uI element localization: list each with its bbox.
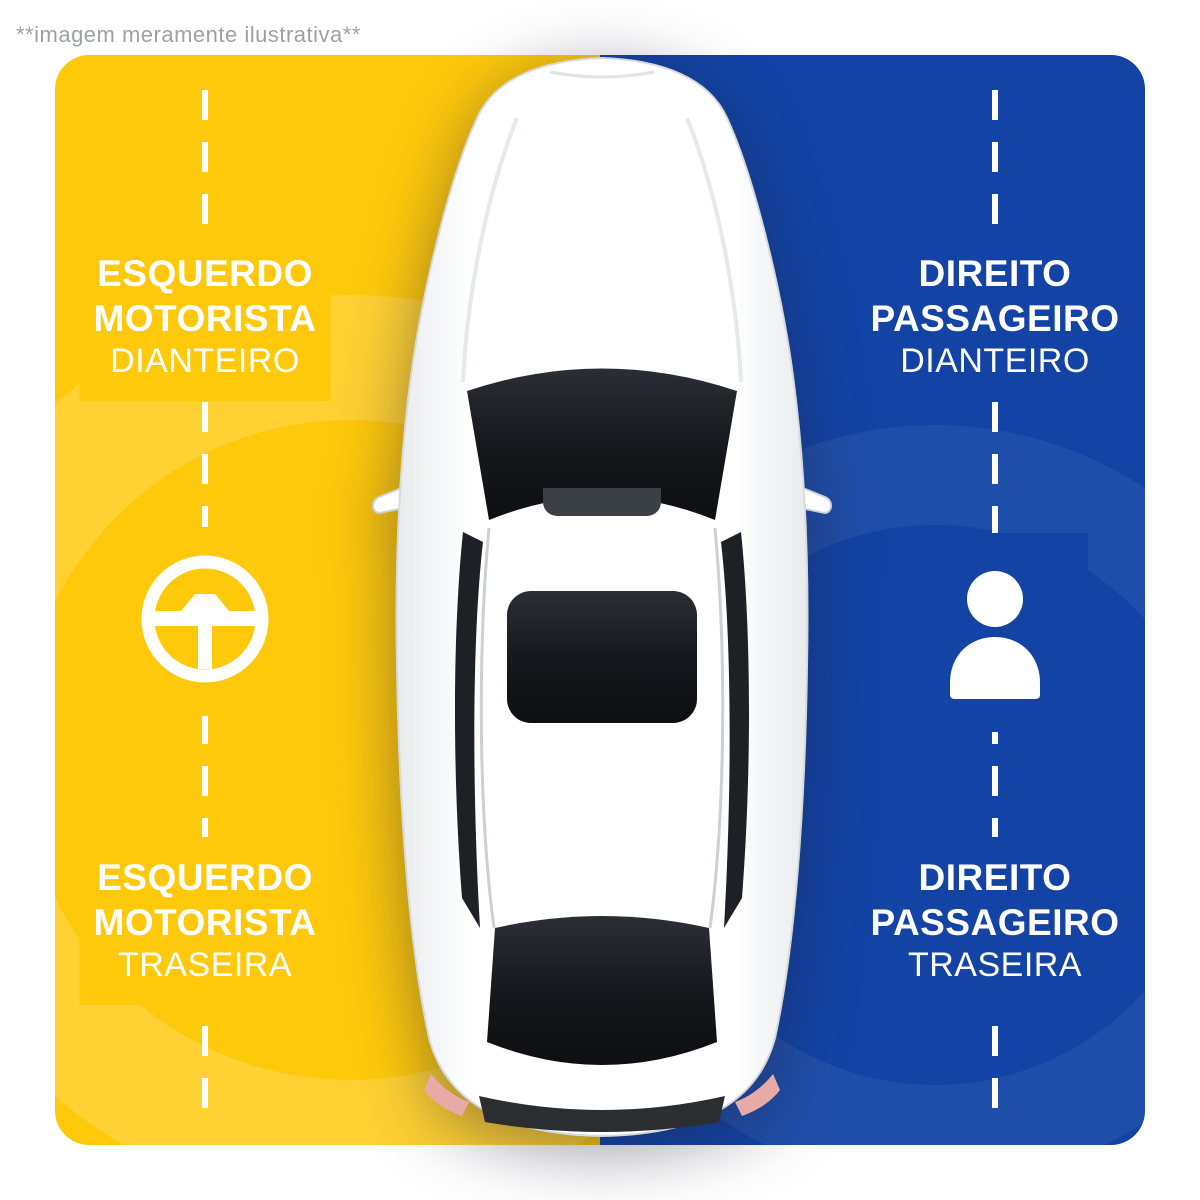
label-line: TRASEIRA [117, 946, 293, 985]
car-top-view [372, 56, 832, 1138]
steering-wheel-icon [117, 527, 293, 716]
disclaimer-text: **imagem meramente ilustrativa** [16, 22, 361, 47]
label-line: PASSAGEIRO [870, 298, 1120, 340]
label-line: DIANTEIRO [900, 342, 1090, 381]
label-line: DIREITO [918, 857, 1072, 898]
label-line: ESQUERDO [97, 253, 313, 294]
label-rear-right: DIREITO PASSAGEIRO TRASEIRA [856, 837, 1134, 1005]
label-line: ESQUERDO [97, 857, 313, 898]
person-icon [902, 533, 1088, 732]
label-rear-left: ESQUERDO MOTORISTA TRASEIRA [79, 837, 331, 1005]
label-front-left: ESQUERDO MOTORISTA DIANTEIRO [79, 233, 331, 401]
label-line: PASSAGEIRO [870, 902, 1120, 944]
label-line: DIANTEIRO [110, 342, 300, 381]
label-front-right: DIREITO PASSAGEIRO DIANTEIRO [856, 233, 1134, 401]
label-line: MOTORISTA [93, 298, 317, 340]
label-line: MOTORISTA [93, 902, 317, 944]
label-line: DIREITO [918, 253, 1072, 294]
label-line: TRASEIRA [907, 946, 1083, 985]
